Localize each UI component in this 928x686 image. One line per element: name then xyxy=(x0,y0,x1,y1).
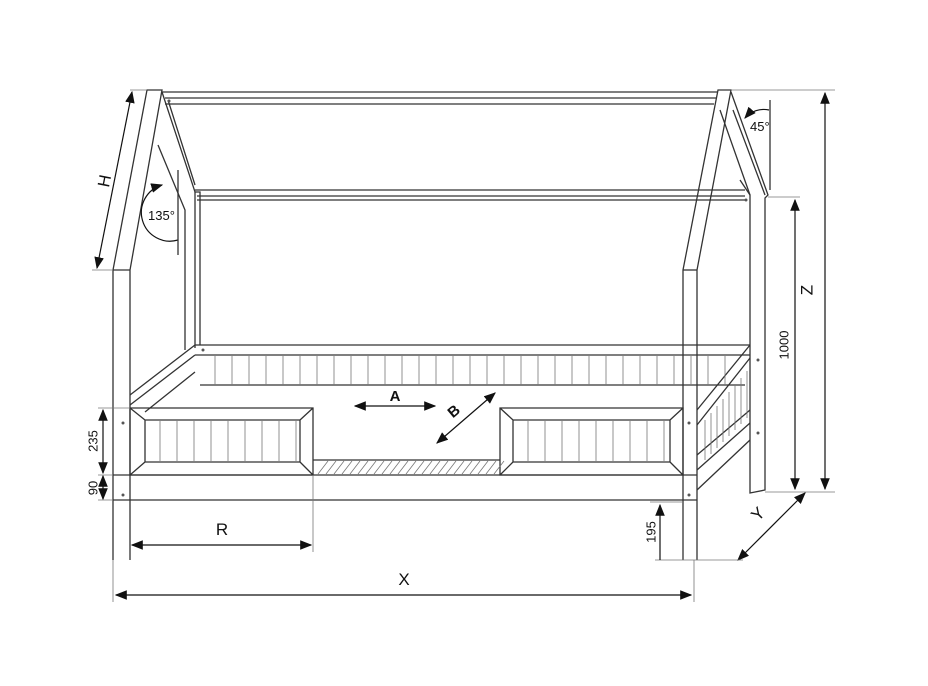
label-Y: Y xyxy=(747,503,768,524)
label-45: 45° xyxy=(750,119,770,134)
slat xyxy=(461,460,473,475)
label-90: 90 xyxy=(85,481,100,495)
dimension-135: 135° xyxy=(140,170,179,255)
label-A: A xyxy=(390,388,401,405)
screw xyxy=(756,431,760,435)
slat xyxy=(389,460,401,475)
slat xyxy=(413,460,425,475)
dimension-B: B xyxy=(436,392,496,444)
dimension-90: 90 xyxy=(85,474,108,501)
slat xyxy=(477,460,489,475)
label-195: 195 xyxy=(643,521,658,543)
label-235: 235 xyxy=(85,430,100,452)
slat xyxy=(469,460,481,475)
slat xyxy=(381,460,393,475)
dimension-195: 195 xyxy=(643,501,743,561)
screw xyxy=(201,348,205,352)
slat xyxy=(365,460,377,475)
screw xyxy=(167,99,171,103)
label-X: X xyxy=(398,570,409,589)
screw xyxy=(121,493,125,497)
dimension-A: A xyxy=(353,388,437,411)
label-R: R xyxy=(216,520,228,539)
dimension-1000: 1000 xyxy=(768,196,800,491)
slat xyxy=(341,460,353,475)
slat xyxy=(421,460,433,475)
slat xyxy=(485,460,497,475)
label-135: 135° xyxy=(148,208,175,223)
screw xyxy=(687,493,691,497)
label-B: B xyxy=(444,401,463,421)
screw xyxy=(121,421,125,425)
screw xyxy=(756,358,760,362)
slat xyxy=(357,460,369,475)
label-1000: 1000 xyxy=(776,331,791,360)
screw xyxy=(744,198,748,202)
slat xyxy=(429,460,441,475)
slat xyxy=(437,460,449,475)
slat xyxy=(349,460,361,475)
dimension-H: H xyxy=(92,89,147,271)
label-Z: Z xyxy=(797,285,816,295)
dimension-X: X xyxy=(112,560,695,602)
slat xyxy=(453,460,465,475)
label-H: H xyxy=(94,173,115,189)
dimension-45: 45° xyxy=(744,100,771,190)
dimension-Z: Z xyxy=(731,89,835,493)
slat xyxy=(325,460,337,475)
slat xyxy=(373,460,385,475)
slat xyxy=(405,460,417,475)
dimension-R: R xyxy=(130,475,314,552)
bed-frame xyxy=(112,89,769,560)
slat xyxy=(317,460,329,475)
screw xyxy=(687,421,691,425)
dimension-Y: Y xyxy=(737,492,806,561)
slat xyxy=(397,460,409,475)
slat xyxy=(333,460,345,475)
slat xyxy=(445,460,457,475)
slat xyxy=(493,460,505,475)
